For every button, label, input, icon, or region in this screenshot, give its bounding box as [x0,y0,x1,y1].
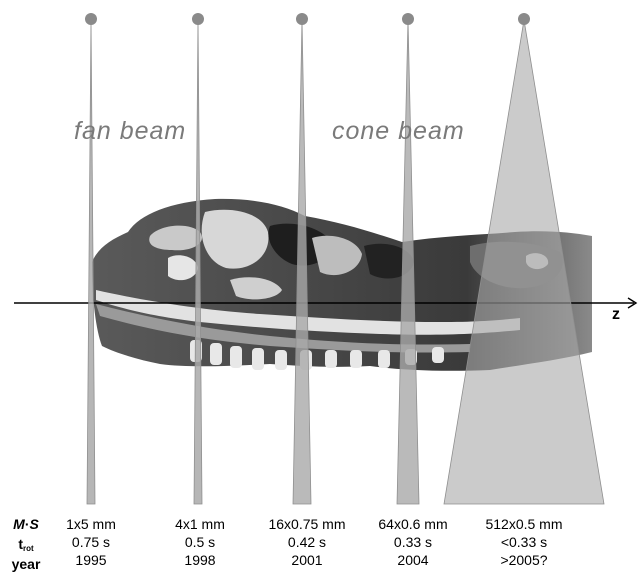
cone-beam-label: cone beam [332,117,465,146]
year: 1995 [36,551,146,569]
generation-column-1998: 4x1 mm 0.5 s 1998 [145,515,255,569]
z-axis-label: z [612,306,620,324]
generation-column-2004: 64x0.6 mm 0.33 s 2004 [358,515,468,569]
rotation-time: 0.33 s [358,533,468,551]
year: 2004 [358,551,468,569]
year: >2005? [469,551,579,569]
generation-column-2001: 16x0.75 mm 0.42 s 2001 [252,515,362,569]
xray-source-dot [85,13,97,25]
generation-column-1995: 1x5 mm 0.75 s 1995 [36,515,146,569]
detector-config: 64x0.6 mm [358,515,468,533]
fan-beam-label: fan beam [74,117,186,146]
rotation-time: 0.75 s [36,533,146,551]
detector-config: 16x0.75 mm [252,515,362,533]
xray-source-dot [518,13,530,25]
detector-config: 4x1 mm [145,515,255,533]
rotation-time: <0.33 s [469,533,579,551]
detector-config: 512x0.5 mm [469,515,579,533]
generation-column-2005: 512x0.5 mm <0.33 s >2005? [469,515,579,569]
xray-source-dot [192,13,204,25]
row-label-m: M [13,516,25,532]
year: 2001 [252,551,362,569]
detector-config: 1x5 mm [36,515,146,533]
rotation-time: 0.5 s [145,533,255,551]
rotation-time: 0.42 s [252,533,362,551]
xray-source-dot [402,13,414,25]
source-dots [85,13,530,25]
year: 1998 [145,551,255,569]
xray-source-dot [296,13,308,25]
row-label-rot-subscript: rot [23,544,34,553]
